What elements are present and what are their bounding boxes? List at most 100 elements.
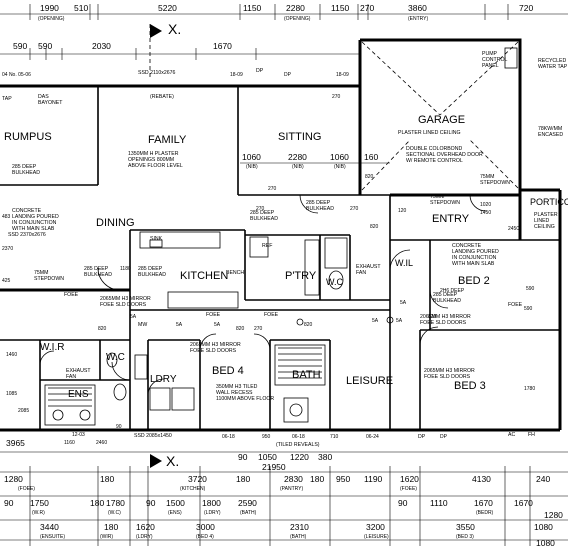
note-foee-3: FOEE bbox=[264, 312, 279, 318]
dim-misc-8: 270 bbox=[268, 186, 277, 192]
dim-bottom-total: 21950 bbox=[262, 462, 286, 472]
dim-misc-16: 1460 bbox=[6, 352, 17, 358]
dim-top-2: 510 bbox=[74, 3, 88, 13]
walls bbox=[0, 38, 562, 432]
room-labels: RUMPUS FAMILY SITTING GARAGE DINING KITC… bbox=[4, 114, 568, 400]
dim-misc-15: 590 bbox=[526, 286, 535, 292]
dim-top-3: 5220 bbox=[158, 3, 177, 13]
dim-misc-42: 5A bbox=[396, 318, 403, 324]
dim-bottom-r4-sub-2: (WIR) bbox=[100, 534, 113, 540]
note-ref: REF bbox=[262, 243, 272, 249]
section-marker-x-bottom: X. bbox=[166, 453, 179, 469]
dim-bottom-r4-1: 3440 bbox=[40, 522, 59, 532]
fixtures bbox=[44, 47, 518, 426]
dim-misc-13: 1180 bbox=[120, 266, 131, 272]
dim-top-sub-1: (OPENING) bbox=[38, 16, 65, 22]
room-bed2: BED 2 bbox=[458, 275, 490, 287]
dim-bottom-r3-10: 1110 bbox=[430, 498, 448, 508]
dim-bottom-r4-3: 1620 bbox=[136, 522, 155, 532]
dim-misc-14: 2450 bbox=[508, 226, 519, 232]
room-sitting: SITTING bbox=[278, 131, 321, 143]
dim-misc-45: 425 bbox=[2, 278, 11, 284]
note-ssd-bottom: SSD 2085x1450 bbox=[134, 433, 172, 439]
dim-bottom-r1-1: 90 bbox=[238, 452, 248, 462]
dim-bottom-r2-sub-1: (FOEE) bbox=[18, 486, 35, 492]
dim-misc-1: 18-09 bbox=[230, 72, 243, 78]
note-ac: AC bbox=[508, 432, 515, 438]
dim-top2-4: 1670 bbox=[213, 41, 232, 51]
dim-misc-3: 18-09 bbox=[336, 72, 349, 78]
dim-bottom-r3-3: 180 bbox=[90, 498, 104, 508]
dim-bottom-left: 1080 bbox=[536, 538, 555, 548]
dim-bottom-r2-9: 1620 bbox=[400, 474, 419, 484]
dim-bottom-r4-8: 1080 bbox=[534, 522, 553, 532]
dim-bottom-r3-1: 90 bbox=[4, 498, 14, 508]
room-wir: W.I.R bbox=[40, 342, 64, 353]
dim-bottom-r3-sub-5: (BATH) bbox=[240, 510, 257, 516]
dim-bottom-r3-8: 2590 bbox=[238, 498, 257, 508]
dim-misc-26: 1780 bbox=[524, 386, 535, 392]
dim-misc-2: DP bbox=[284, 72, 292, 78]
dim-bottom-r1-4: 380 bbox=[318, 452, 332, 462]
dim-misc-39: 5A bbox=[176, 322, 183, 328]
dim-misc-23: 820 bbox=[428, 314, 437, 320]
dim-misc-28: 3965 bbox=[6, 438, 25, 448]
dim-bottom-r3-2: 1750 bbox=[30, 498, 49, 508]
dim-bottom-r4-5: 2310 bbox=[290, 522, 309, 532]
bottom-dimension-lines: X. 21950 90 1050 1220 380 1280 180 3720 … bbox=[0, 451, 568, 548]
dim-top-1: 1990 bbox=[40, 3, 59, 13]
dim-bottom-r2-sub-4: (FOEE) bbox=[400, 486, 417, 492]
dim-misc-22: 270 bbox=[254, 326, 263, 332]
room-bed3: BED 3 bbox=[454, 380, 486, 392]
room-dining: DINING bbox=[96, 217, 135, 229]
room-bath: BATH bbox=[292, 369, 321, 381]
dim-bottom-r2-7: 950 bbox=[336, 474, 350, 484]
dim-misc-21: 820 bbox=[304, 322, 313, 328]
dim-misc-29: 12-03 bbox=[72, 432, 85, 438]
dim-misc-19: 820 bbox=[98, 326, 107, 332]
dim-bottom-r3-5: 90 bbox=[146, 498, 156, 508]
dim-top-7: 270 bbox=[360, 3, 374, 13]
dim-mid-2: 2280 bbox=[288, 152, 307, 162]
dim-misc-20: 820 bbox=[236, 326, 245, 332]
dim-misc-43: 5A bbox=[400, 300, 407, 306]
note-ssd-rumpus: SSD 2370x2676 bbox=[8, 232, 46, 238]
note-fh: FH bbox=[528, 432, 535, 438]
dim-bottom-r3-7: 1800 bbox=[202, 498, 221, 508]
dim-misc-4: 270 bbox=[332, 94, 341, 100]
dim-bottom-r2-sub-2: (KITCHEN) bbox=[180, 486, 206, 492]
top-dimension-lines: 1990 510 5220 1150 2280 1150 270 3860 72… bbox=[0, 3, 568, 80]
room-porch: PORTICO bbox=[530, 197, 568, 207]
dim-bottom-r3-12: 1670 bbox=[514, 498, 533, 508]
dim-bottom-r4-sub-5: (BATH) bbox=[290, 534, 307, 540]
dim-bottom-r2-10: 4130 bbox=[472, 474, 491, 484]
dim-misc-34: 06-18 bbox=[292, 434, 305, 440]
dim-misc-0: 04 No. 05-06 bbox=[2, 72, 31, 78]
dim-bottom-r2-6: 180 bbox=[310, 474, 324, 484]
dim-misc-33: 950 bbox=[262, 434, 271, 440]
room-wc: W.C bbox=[106, 352, 125, 363]
dim-misc-38: 5A bbox=[130, 314, 137, 320]
section-marker-x: X. bbox=[168, 21, 181, 37]
dim-bottom-r3-sub-4: (LDRY) bbox=[204, 510, 221, 516]
dim-bottom-r2-3: 3720 bbox=[188, 474, 207, 484]
room-ensuite: ENS bbox=[68, 389, 89, 400]
dim-misc-17: 2085 bbox=[18, 408, 29, 414]
dim-misc-40: 5A bbox=[214, 322, 221, 328]
dim-mid-1: 1060 bbox=[242, 152, 261, 162]
dim-bottom-r1-3: 1220 bbox=[290, 452, 309, 462]
dim-misc-35: 710 bbox=[330, 434, 339, 440]
